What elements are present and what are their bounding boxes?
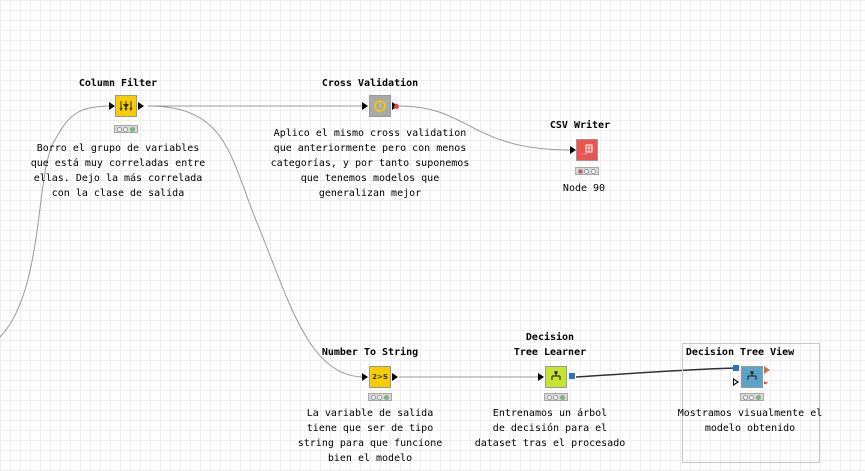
node-title: Decision Tree Learner (513, 332, 587, 358)
node-status (368, 393, 392, 401)
wire-column-filter-number-to-string (147, 105, 363, 378)
status-light-green (756, 394, 762, 400)
status-light-red (546, 394, 552, 400)
image-output-port[interactable]: ► (764, 378, 769, 387)
status-light-red (742, 394, 748, 400)
wire-incoming-column-filter (0, 105, 111, 338)
status-light-red (370, 394, 376, 400)
node-comment: Mostramos visualmente el modelo obtenido (677, 408, 823, 434)
input-port[interactable] (538, 373, 544, 381)
input-port[interactable] (109, 102, 115, 110)
node-label: Node 90 (562, 183, 606, 194)
status-light-yellow (377, 394, 383, 400)
input-port[interactable] (570, 146, 576, 154)
status-light-yellow (584, 168, 590, 174)
status-light-green (384, 394, 390, 400)
status-light-yellow (553, 394, 559, 400)
view-output-port[interactable] (764, 366, 770, 374)
node-comment: Aplico el mismo cross validation que ant… (270, 128, 470, 199)
data-input-port[interactable] (733, 378, 739, 386)
node-title: Decision Tree View (685, 347, 795, 358)
cross-validation-icon[interactable] (369, 95, 391, 117)
status-light-red (116, 126, 122, 132)
output-port-flow-variable[interactable] (394, 104, 399, 109)
status-light-yellow (123, 126, 129, 132)
status-light-yellow (749, 394, 755, 400)
node-title: Number To String (321, 347, 419, 358)
node-title: CSV Writer (549, 120, 611, 131)
node-status (114, 125, 138, 133)
model-output-port[interactable] (569, 373, 575, 379)
status-light-green (560, 394, 566, 400)
node-status (575, 167, 599, 175)
number-to-string-icon[interactable]: 2>S (369, 366, 391, 388)
node-comment: Entrenamos un árbol de decisión para el … (474, 408, 626, 449)
node-status (544, 393, 568, 401)
column-filter-icon[interactable] (115, 95, 137, 117)
node-title: Column Filter (78, 78, 158, 89)
model-input-port[interactable] (733, 365, 739, 371)
input-port[interactable] (362, 373, 368, 381)
wire-decision-tree-learner-view (575, 367, 739, 378)
node-title: Cross Validation (321, 78, 419, 89)
csv-writer-icon[interactable] (576, 139, 598, 161)
node-status (740, 393, 764, 401)
output-port[interactable] (138, 102, 144, 110)
wire-cross-validation-csv-writer (398, 105, 571, 151)
decision-tree-view-icon[interactable] (741, 366, 763, 388)
input-port[interactable] (362, 102, 368, 110)
decision-tree-learner-icon[interactable] (545, 366, 567, 388)
output-port[interactable] (392, 373, 398, 381)
status-light-green (591, 168, 597, 174)
selection-box (682, 343, 820, 463)
status-light-red (577, 168, 583, 174)
node-comment: Borro el grupo de variables que está muy… (30, 143, 206, 199)
icon-label: 2>S (372, 373, 388, 381)
node-comment: La variable de salida tiene que ser de t… (297, 408, 443, 464)
status-light-green (130, 126, 136, 132)
